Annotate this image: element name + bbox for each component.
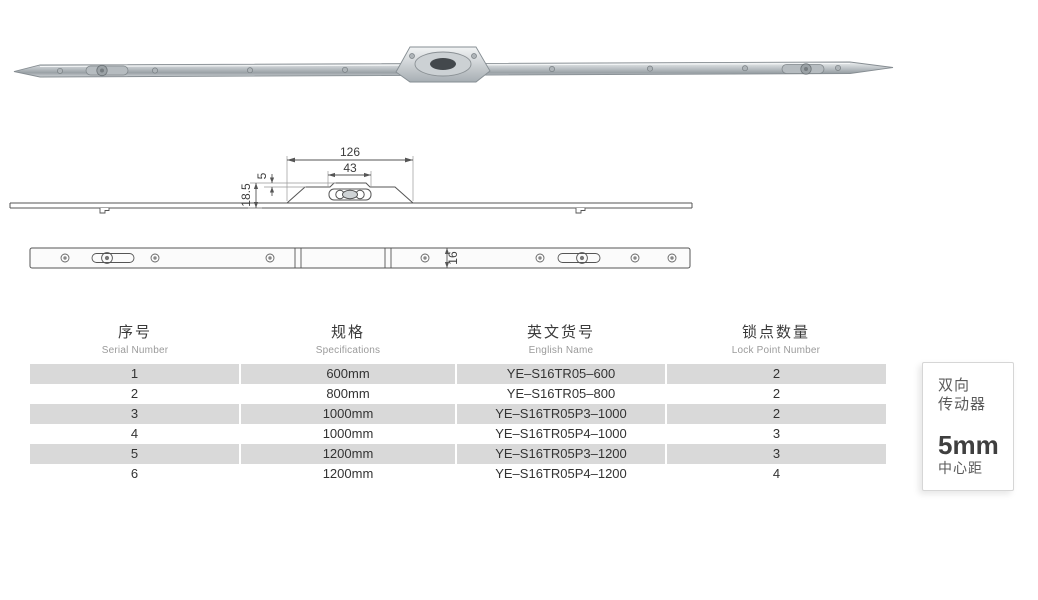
cell-spec: 600mm [239, 364, 456, 384]
col-header-lockpoints: 锁点数量 Lock Point Number [666, 322, 886, 364]
plan-holes [60, 253, 677, 263]
cell-english-name: YE–S16TR05P3–1000 [455, 404, 666, 424]
cell-lockpoints: 4 [665, 464, 886, 484]
table-row: 6 1200mm YE–S16TR05P4–1200 4 [30, 464, 886, 484]
cell-serial: 2 [130, 386, 139, 401]
dimension-5: 5 [250, 172, 336, 196]
table-row: 2 800mm YE–S16TR05–800 2 [30, 384, 886, 404]
cell-spec: 800mm [239, 384, 456, 404]
front-elevation-drawing: 126 43 5 18.5 [9, 145, 693, 214]
cell-serial: 4 [130, 426, 139, 441]
cell-spec: 1000mm [239, 424, 456, 444]
table-header-row: 序号 Serial Number 规格 Specifications 英文货号 … [30, 322, 886, 364]
cell-lockpoints: 2 [665, 384, 886, 404]
cell-english-name: YE–S16TR05P4–1200 [455, 464, 666, 484]
col-header-spec: 规格 Specifications [240, 322, 456, 364]
cell-spec: 1200mm [239, 444, 456, 464]
spindle-hole [430, 58, 456, 70]
dim-18-5-label: 18.5 [239, 183, 253, 207]
cell-english-name: YE–S16TR05–800 [455, 384, 666, 404]
col-header-name-zh: 英文货号 [526, 324, 595, 341]
col-header-name-en: English Name [528, 345, 594, 356]
spec-table: 序号 Serial Number 规格 Specifications 英文货号 … [30, 322, 886, 484]
col-header-lockpoints-en: Lock Point Number [731, 345, 821, 356]
cell-lockpoints: 3 [665, 424, 886, 444]
plan-joint-lines [294, 248, 392, 268]
elevation-bar [9, 202, 693, 209]
product-callout: 双向 传动器 5mm 中心距 [922, 362, 1014, 491]
bar-screws [57, 64, 841, 74]
dim-43-label: 43 [343, 161, 357, 175]
table-row: 5 1200mm YE–S16TR05P3–1200 3 [30, 444, 886, 464]
cell-spec: 1200mm [239, 464, 456, 484]
slider-left [85, 64, 129, 77]
cell-english-name: YE–S16TR05P4–1000 [455, 424, 666, 444]
col-header-serial: 序号 Serial Number [30, 322, 240, 364]
col-header-serial-en: Serial Number [101, 345, 169, 356]
cell-serial: 3 [30, 404, 240, 424]
slider-right [781, 63, 825, 75]
col-header-spec-zh: 规格 [330, 324, 365, 341]
product-photo-view [13, 46, 894, 83]
plan-slider-right [557, 252, 601, 264]
dimension-18-5: 18.5 [239, 183, 262, 209]
cell-serial: 1 [30, 364, 240, 384]
col-header-name: 英文货号 English Name [456, 322, 666, 364]
table-row: 4 1000mm YE–S16TR05P4–1000 3 [30, 424, 886, 444]
dimension-16: 16 [444, 248, 460, 268]
dim-5-label: 5 [255, 172, 269, 179]
cell-serial: 5 [30, 444, 240, 464]
col-header-serial-zh: 序号 [117, 324, 152, 341]
dim-126-label: 126 [340, 145, 360, 159]
cell-lockpoints: 3 [665, 444, 886, 464]
col-header-lockpoints-zh: 锁点数量 [741, 324, 810, 341]
gearbox-housing [395, 46, 491, 83]
dimension-126: 126 [286, 145, 414, 201]
plan-view-drawing: 16 [29, 247, 691, 269]
plan-slider-left [91, 252, 135, 264]
cell-lockpoints: 2 [665, 364, 886, 384]
cell-lockpoints: 2 [665, 404, 886, 424]
cell-serial: 6 [130, 466, 139, 481]
center-distance-label: 中心距 [938, 460, 983, 476]
cell-spec: 1000mm [239, 404, 456, 424]
table-row: 3 1000mm YE–S16TR05P3–1000 2 [30, 404, 886, 424]
plan-bar-outline [29, 247, 691, 269]
col-header-spec-en: Specifications [315, 345, 381, 356]
dim-16-label: 16 [446, 251, 460, 265]
center-distance-value: 5mm [938, 430, 999, 460]
elevation-housing [286, 182, 414, 204]
cell-english-name: YE–S16TR05–600 [455, 364, 666, 384]
product-name-line2: 传动器 [938, 396, 987, 413]
table-row: 1 600mm YE–S16TR05–600 2 [30, 364, 886, 384]
mounting-hooks [99, 208, 586, 214]
product-name-line1: 双向 [938, 377, 971, 394]
cell-english-name: YE–S16TR05P3–1200 [455, 444, 666, 464]
dimension-43: 43 [327, 161, 372, 187]
